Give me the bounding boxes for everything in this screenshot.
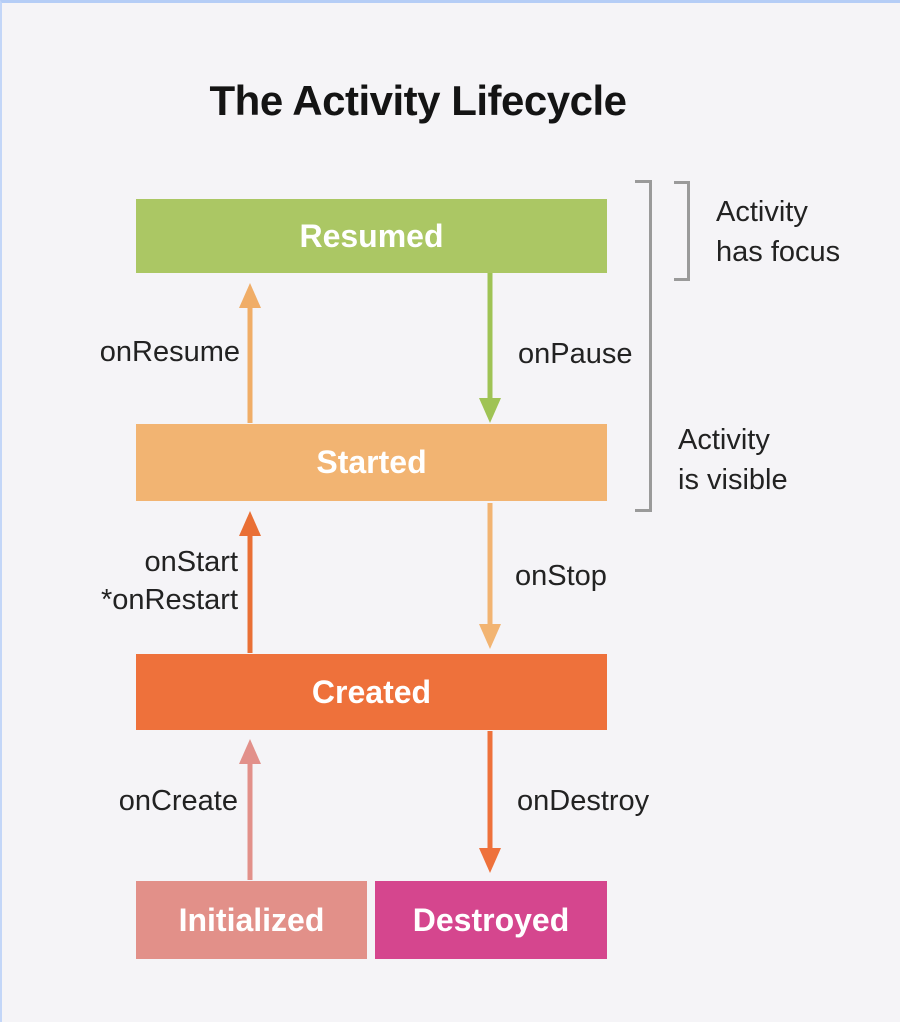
state-box-resumed: Resumed — [136, 199, 607, 273]
arrow-head — [479, 624, 501, 649]
oncreate-arrow-up-icon — [239, 739, 261, 880]
onstop-arrow-down-icon — [479, 503, 501, 649]
state-box-destroyed: Destroyed — [375, 881, 607, 959]
has-focus-bracket — [674, 181, 690, 281]
transition-label-onresume: onResume — [99, 336, 240, 368]
state-label-initialized: Initialized — [178, 901, 325, 938]
annotation-activity-is-visible: Activity is visible — [678, 420, 788, 500]
annotation-line: Activity — [716, 196, 808, 228]
arrow-shaft — [247, 303, 253, 423]
arrow-head — [239, 283, 261, 308]
transition-label-line: *onRestart — [100, 584, 238, 616]
arrow-head — [239, 511, 261, 536]
transition-label-oncreate: onCreate — [118, 785, 238, 817]
transition-label-onpause: onPause — [518, 338, 633, 370]
ondestroy-arrow-down-icon — [479, 731, 501, 873]
annotation-activity-has-focus: Activity has focus — [716, 192, 840, 272]
arrow-shaft — [487, 273, 493, 403]
state-label-resumed: Resumed — [299, 217, 444, 254]
state-label-destroyed: Destroyed — [412, 901, 570, 938]
state-label-created: Created — [311, 673, 432, 710]
is-visible-bracket — [635, 180, 652, 512]
arrow-shaft — [247, 759, 253, 880]
state-label-started: Started — [316, 444, 427, 480]
page-title: The Activity Lifecycle — [209, 77, 627, 124]
arrow-head — [239, 739, 261, 764]
onpause-arrow-down-icon — [479, 273, 501, 423]
annotation-line: is visible — [678, 464, 788, 496]
annotation-line: Activity — [678, 424, 770, 456]
transition-label-onstart-onrestart: onStart *onRestart — [42, 543, 238, 619]
arrow-shaft — [247, 531, 253, 653]
arrow-shaft — [487, 731, 493, 853]
transition-label-line: onStart — [144, 546, 239, 578]
onstart-arrow-up-icon — [239, 511, 261, 653]
state-box-created: Created — [136, 654, 607, 730]
arrow-head — [479, 398, 501, 423]
state-box-started: Started — [136, 424, 607, 501]
arrow-head — [479, 848, 501, 873]
onresume-arrow-up-icon — [239, 283, 261, 423]
state-box-initialized: Initialized — [136, 881, 367, 959]
transition-label-onstop: onStop — [515, 560, 607, 592]
transition-label-ondestroy: onDestroy — [517, 785, 650, 817]
annotation-line: has focus — [716, 236, 841, 268]
arrow-shaft — [487, 503, 493, 629]
